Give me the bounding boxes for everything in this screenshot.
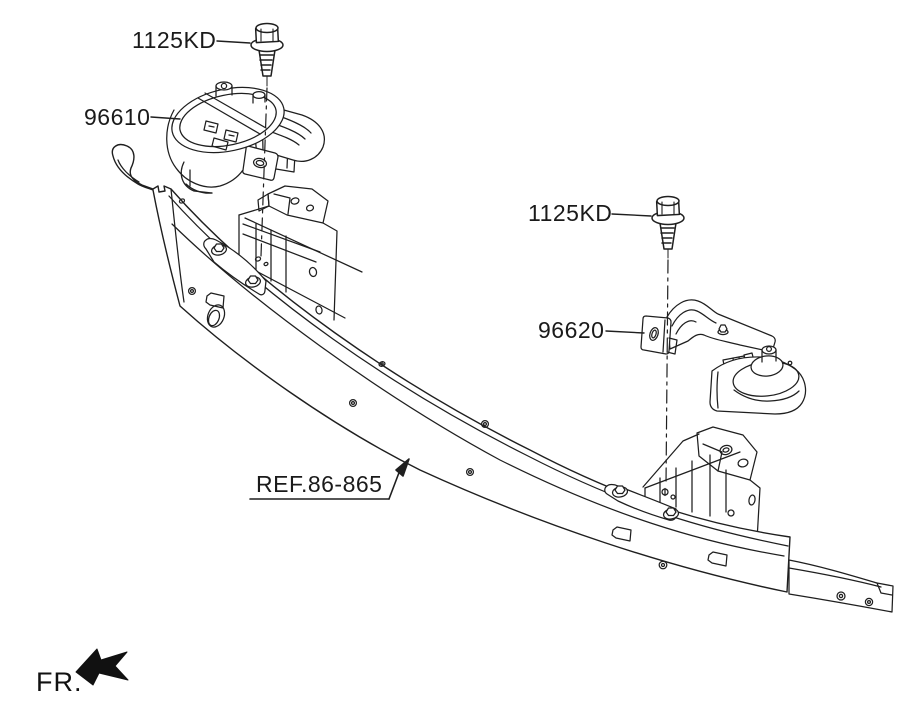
part-label-horn-high-pitch[interactable]: 96610 — [84, 104, 151, 130]
beam-hex-bolt — [244, 275, 262, 288]
beam-notch-cutouts — [205, 292, 728, 567]
beam-end-extension-drawing — [788, 559, 894, 613]
horn-high-pitch-drawing — [166, 81, 325, 194]
horn-low-pitch-drawing — [640, 299, 807, 415]
beam-hex-bolt — [611, 485, 629, 498]
assembly-centerline-left — [260, 87, 268, 257]
assembly-centerline-right — [665, 259, 669, 485]
leader-lines — [150, 40, 652, 334]
right-crash-box-drawing — [642, 426, 761, 541]
bumper-beam-drawing — [111, 143, 791, 593]
ref-pointer — [249, 458, 410, 500]
reference-label-bumper-beam[interactable]: REF.86-865 — [256, 471, 383, 497]
flange-bolt-icon — [651, 195, 685, 259]
beam-hex-bolt — [662, 507, 680, 520]
fr-direction-arrow-icon — [75, 648, 129, 686]
beam-hex-bolt — [210, 243, 228, 256]
part-label-bolt-upper[interactable]: 1125KD — [132, 27, 217, 53]
beam-rivet-holes — [187, 286, 668, 570]
left-crash-box-drawing — [238, 185, 363, 321]
part-label-bolt-lower[interactable]: 1125KD — [528, 200, 613, 226]
flange-bolt-icon — [250, 22, 284, 87]
part-label-horn-low-pitch[interactable]: 96620 — [538, 317, 605, 343]
front-direction-label: FR. — [36, 667, 83, 697]
